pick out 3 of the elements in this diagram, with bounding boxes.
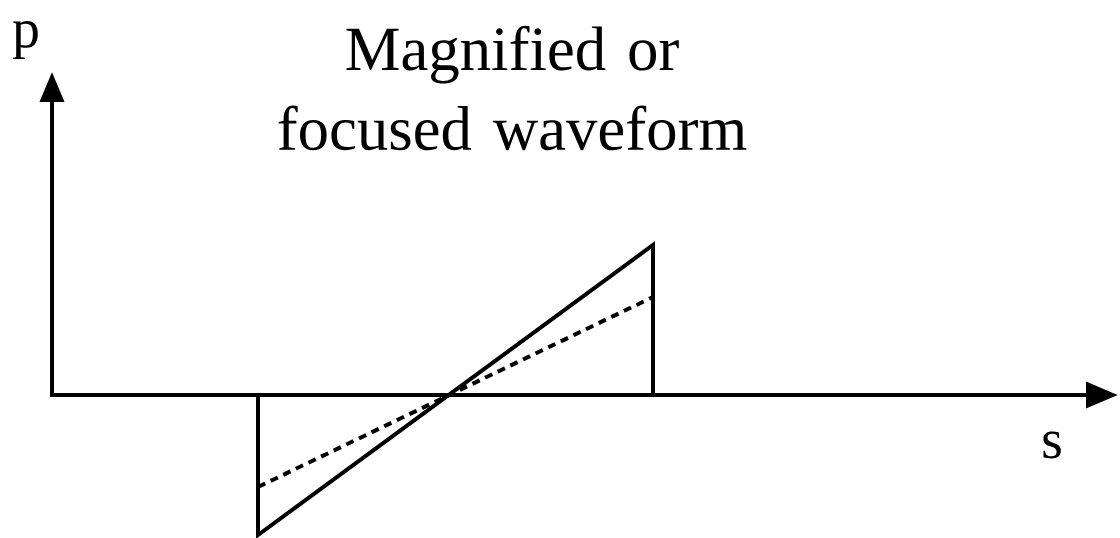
axis-label: s — [1043, 431, 1061, 459]
title: Magnified or focused waveform — [278, 25, 747, 151]
axis-label: p — [12, 20, 38, 60]
